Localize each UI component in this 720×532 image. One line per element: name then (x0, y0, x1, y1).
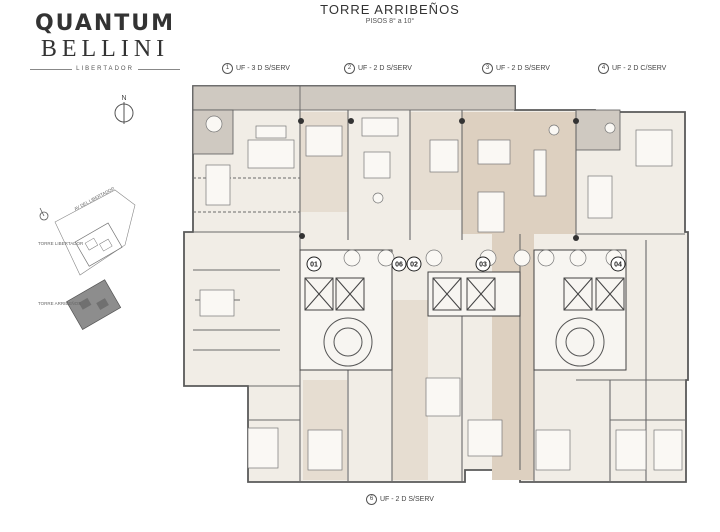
structural-columns (298, 118, 579, 241)
unit-type: UF - 3 D S/SERV (236, 65, 290, 72)
logo-subtitle: LIBERTADOR (76, 66, 134, 72)
site-plan-diagram: AV DEL LIBERTADOR TORRE LIBERTADOR TORRE… (38, 186, 136, 330)
logo-line-1: QUANTUM (34, 11, 176, 36)
unit-number: 1 (222, 63, 233, 74)
interior-walls (193, 110, 686, 482)
site-tower-b-label: TORRE ARRIBEÑOS (38, 300, 81, 306)
unit-type: UF - 2 D S/SERV (496, 65, 550, 72)
site-tower-a-label: TORRE LIBERTADOR (38, 241, 84, 246)
room-markers: 01 06 02 03 04 (306, 256, 626, 272)
compass-north-label: N (121, 95, 126, 102)
unit-number: 3 (482, 63, 493, 74)
unit-type: UF - 2 D S/SERV (358, 65, 412, 72)
unit-number: 6 (366, 494, 377, 505)
marker-04: 04 (614, 262, 622, 269)
brand-logo: QUANTUM BELLINI LIBERTADOR (30, 11, 181, 72)
plan-title: TORRE ARRIBEÑOS (320, 2, 460, 17)
plan-header: TORRE ARRIBEÑOS PISOS 8° a 10° (320, 2, 460, 25)
unit-type: UF - 2 D C/SERV (612, 65, 667, 72)
terrace-areas (192, 85, 621, 155)
unit-number: 4 (598, 63, 609, 74)
elevator-cores (299, 249, 627, 371)
unit-type: UF - 2 D S/SERV (380, 496, 434, 503)
logo-line-2: BELLINI (40, 36, 170, 62)
marker-06: 06 (395, 262, 403, 269)
marker-03: 03 (479, 262, 487, 269)
unit-number: 2 (344, 63, 355, 74)
logo-line-3: LIBERTADOR (30, 66, 181, 72)
marker-02: 02 (410, 262, 418, 269)
compass-icon: N (114, 95, 134, 124)
marker-01: 01 (310, 262, 318, 269)
plan-subtitle: PISOS 8° a 10° (365, 18, 415, 25)
site-street-label: AV DEL LIBERTADOR (73, 186, 116, 212)
furniture (199, 115, 683, 471)
